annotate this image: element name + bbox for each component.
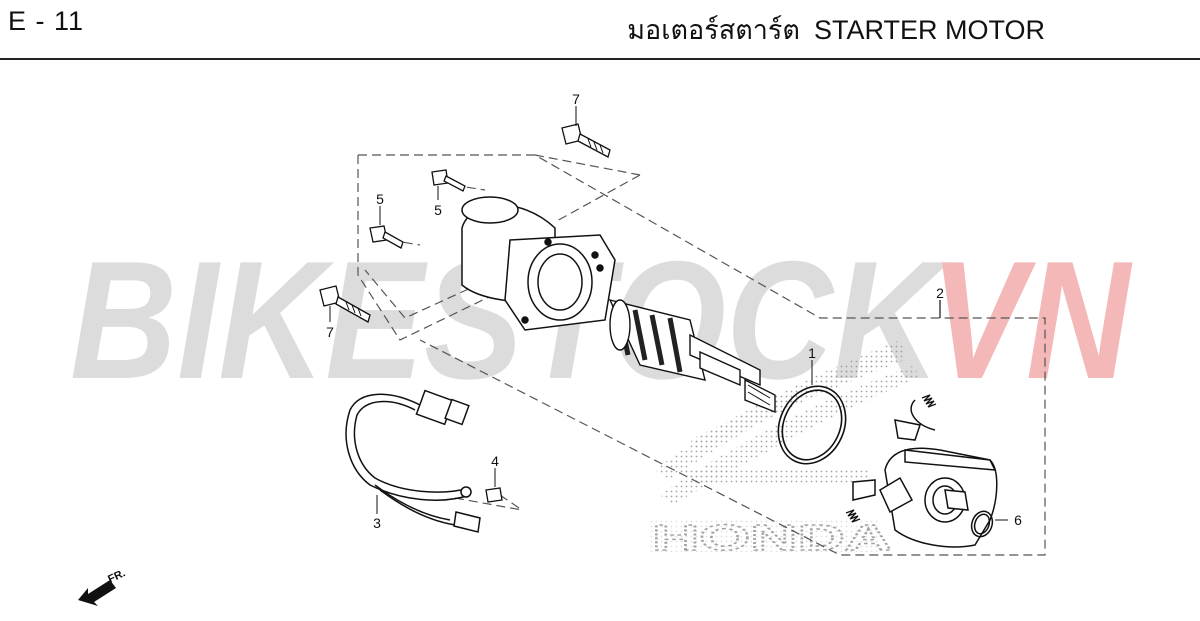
title-thai: มอเตอร์สตาร์ต (627, 15, 800, 45)
bolt-7-left (319, 285, 371, 323)
armature (608, 298, 776, 414)
callout-2: 2 (936, 285, 944, 301)
bolts (319, 123, 611, 503)
page-header: E - 11 มอเตอร์สตาร์ต STARTER MOTOR (0, 0, 1200, 60)
front-label: FR. (106, 567, 127, 585)
bolt-5-top (431, 169, 466, 192)
callout-5-top: 5 (434, 202, 442, 218)
callout-3: 3 (373, 515, 381, 531)
callout-leaders (329, 106, 1008, 521)
title-english: STARTER MOTOR (813, 15, 1045, 45)
small-o-ring (970, 510, 994, 538)
callout-5-left: 5 (376, 191, 384, 207)
motor-housing (461, 196, 616, 331)
wire-harness (345, 389, 481, 533)
honda-wing-logo: HONDA (650, 340, 918, 559)
callout-4: 4 (491, 453, 499, 469)
page-title: มอเตอร์สตาร์ต STARTER MOTOR (627, 8, 1045, 51)
honda-logo-text: HONDA (652, 517, 892, 558)
bolt-5-left (369, 225, 404, 249)
front-direction-marker: FR. (78, 567, 127, 606)
page-code: E - 11 (8, 6, 85, 36)
callout-7-top: 7 (572, 91, 580, 107)
callout-1: 1 (808, 345, 816, 361)
front-arrow-icon (78, 580, 116, 606)
callout-7-left: 7 (326, 324, 334, 340)
brush-springs (845, 394, 937, 523)
o-ring (777, 385, 847, 465)
bolt-4 (485, 487, 503, 503)
callout-6: 6 (1014, 512, 1022, 528)
header-divider (0, 58, 1200, 60)
callout-labels: 1 2 3 4 5 5 6 7 7 (326, 91, 1022, 531)
end-cover-assembly (852, 399, 998, 548)
watermark-red-text: VN (930, 226, 1133, 414)
bolt-7-top (561, 123, 611, 158)
